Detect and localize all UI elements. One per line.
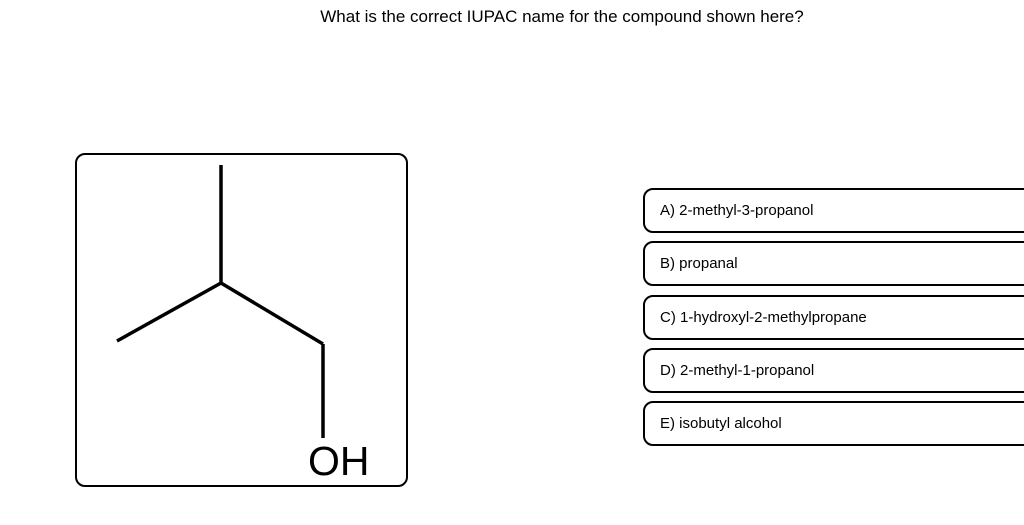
bond-lines (116, 165, 325, 438)
option-d[interactable]: D) 2-methyl-1-propanol (643, 347, 1024, 393)
option-c[interactable]: C) 1-hydroxyl-2-methylpropane (643, 294, 1024, 340)
option-b[interactable]: B) propanal (643, 241, 1024, 287)
bond-line (220, 281, 324, 346)
question-title: What is the correct IUPAC name for the c… (320, 7, 804, 26)
option-a[interactable]: A) 2-methyl-3-propanol (643, 188, 1024, 233)
hydroxyl-label: OH (308, 438, 370, 484)
answer-options: A) 2-methyl-3-propanol B) propanal C) 1-… (643, 188, 1024, 454)
bond-line (116, 281, 222, 343)
molecule-structure-box: OH (75, 153, 408, 487)
option-e[interactable]: E) isobutyl alcohol (643, 401, 1024, 447)
molecule-drawing: OH (116, 165, 370, 484)
